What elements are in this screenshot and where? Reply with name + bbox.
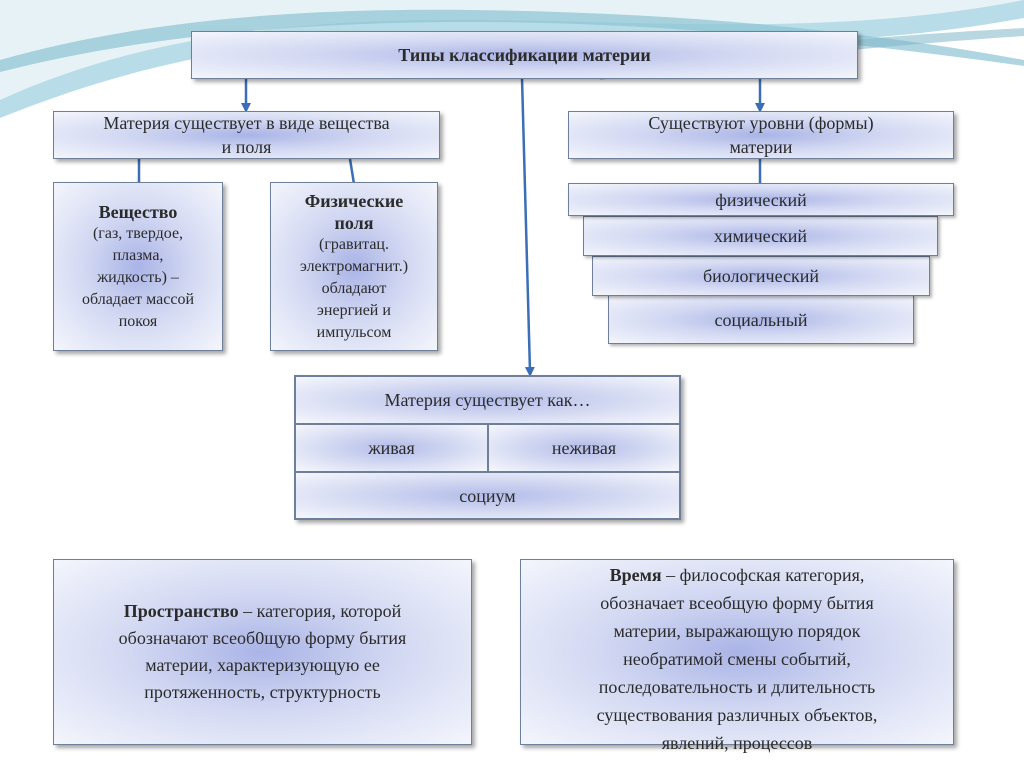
space-definition: Пространство – категория, которой обозна… <box>53 559 472 745</box>
space-line: обозначают всеоб0щую форму бытия <box>118 628 407 648</box>
space-term: Пространство <box>123 601 239 621</box>
time-line: материи, выражающую порядок <box>613 621 861 641</box>
branch-right-line1: Существуют уровни (формы) <box>648 113 874 133</box>
time-line: существования различных объектов, <box>596 705 878 725</box>
level-social: социальный <box>608 295 914 344</box>
substance-line: покоя <box>118 312 158 330</box>
substance-line: жидкость) – <box>97 268 179 286</box>
physical-fields-box: Физические поля (гравитац. электромагнит… <box>270 182 438 351</box>
space-first-line: Пространство – категория, которой <box>124 598 401 625</box>
level-physical-label: физический <box>715 189 807 210</box>
fields-line: (гравитац. <box>319 235 389 253</box>
time-line: необратимой смены событий, <box>623 649 851 669</box>
substance-line: (газ, твердое, <box>92 224 184 242</box>
branch-matter-substance-field: Материя существует в виде вещества и пол… <box>53 111 440 159</box>
diagram-title-text: Типы классификации материи <box>398 45 651 65</box>
space-line: протяженность, структурность <box>144 682 381 702</box>
time-first-line: Время – философская категория, <box>610 561 865 589</box>
exists-as-society: социум <box>295 472 680 519</box>
fields-line: электромагнит.) <box>299 257 409 275</box>
space-dash-text: – категория, которой <box>238 601 402 621</box>
level-physical: физический <box>568 183 954 216</box>
diagram-title: Типы классификации материи <box>191 31 858 79</box>
time-line: явлений, процессов <box>661 733 813 753</box>
exists-as-header: Материя существует как… <box>295 376 680 424</box>
fields-line: энергией и <box>317 301 391 319</box>
exists-as-table: Материя существует как… живая неживая со… <box>294 375 681 520</box>
substance-heading: Вещество <box>98 201 178 222</box>
exists-as-header-text: Материя существует как… <box>384 390 591 410</box>
time-line: обозначает всеобщую форму бытия <box>600 593 874 613</box>
time-definition: Время – философская категория, обозначае… <box>520 559 954 753</box>
branch-left-line2: и поля <box>221 137 272 157</box>
nonliving-label: неживая <box>551 438 617 458</box>
exists-as-living: живая <box>295 424 488 472</box>
fields-heading-line1: Физические <box>304 190 404 211</box>
time-line: последовательность и длительность <box>598 677 876 697</box>
time-dash-text: – философская категория, <box>661 565 865 585</box>
level-social-label: социальный <box>714 309 808 330</box>
level-chemical-label: химический <box>713 226 808 246</box>
line-to-fields <box>348 158 356 185</box>
branch-right-line2: материи <box>729 137 793 157</box>
living-label: живая <box>368 438 415 458</box>
substance-line: плазма, <box>112 246 164 264</box>
fields-line: обладают <box>321 279 387 297</box>
fields-heading-line2: поля <box>334 212 374 233</box>
society-label: социум <box>459 485 516 506</box>
substance-box: Вещество (газ, твердое, плазма, жидкость… <box>53 182 223 351</box>
space-line: материи, характеризующую ее <box>145 655 380 675</box>
branch-levels-of-matter: Существуют уровни (формы) материи <box>568 111 954 159</box>
substance-line: обладает массой <box>81 290 195 308</box>
fields-line: импульсом <box>316 323 392 341</box>
level-biological-label: биологический <box>702 266 820 286</box>
level-chemical: химический <box>583 216 938 256</box>
level-biological: биологический <box>592 256 930 296</box>
time-term: Время <box>609 565 662 585</box>
exists-as-nonliving: неживая <box>488 424 680 472</box>
branch-left-line1: Материя существует в виде вещества <box>103 113 390 133</box>
